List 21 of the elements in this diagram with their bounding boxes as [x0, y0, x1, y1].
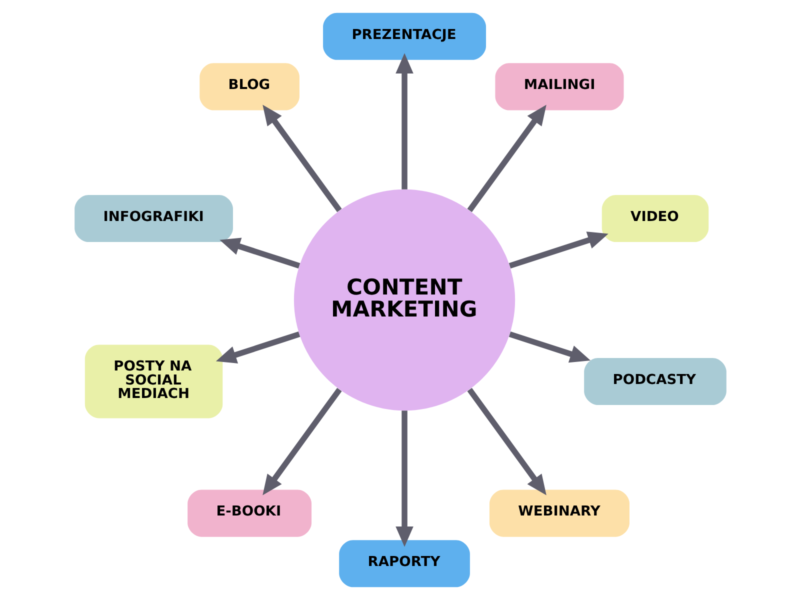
node-circle: CONTENT MARKETING [293, 189, 515, 411]
arrow [395, 53, 413, 190]
arrow [215, 331, 300, 364]
arrow [395, 410, 413, 547]
node-box: RAPORTY [338, 540, 470, 588]
node-box: INFOGRAFIKI [74, 195, 232, 242]
arrow [466, 104, 546, 212]
arrow [508, 331, 590, 363]
node-box: VIDEO [601, 195, 708, 242]
arrow [466, 388, 546, 496]
node-box: MAILINGI [494, 63, 624, 110]
arrow [262, 388, 342, 496]
node-box: PREZENTACJE [322, 12, 486, 60]
node-box: E-BOOKI [187, 490, 312, 537]
node-box: POSTY NA SOCIAL MEDIACH [84, 344, 222, 418]
node-box: PODCASTY [584, 358, 726, 405]
node-box: BLOG [199, 63, 299, 110]
arrow [262, 104, 342, 212]
arrow [508, 232, 608, 269]
arrow [219, 238, 300, 269]
node-box: WEBINARY [488, 490, 629, 537]
